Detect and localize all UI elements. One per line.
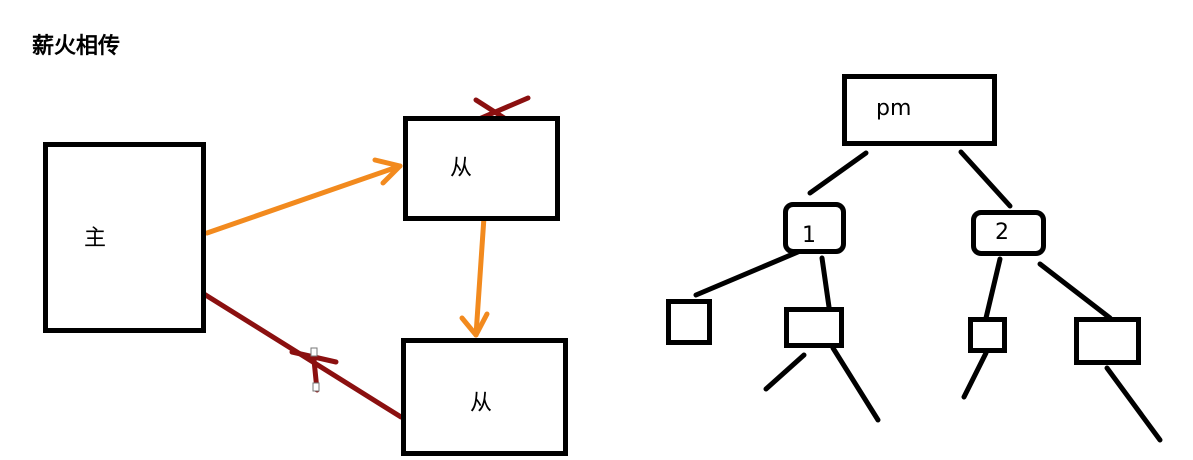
tree-edge-root-child1 (807, 150, 869, 196)
tree-leaf2-box (784, 307, 844, 348)
tree-leaf3-box (968, 317, 1007, 353)
tree-edge-leaf2-right (830, 345, 881, 423)
master-box (43, 142, 206, 333)
master-label: 主 (84, 226, 107, 251)
tree-edge-leaf4-down (1104, 365, 1163, 443)
arrow-master-to-slave1-head (372, 157, 403, 186)
cross-mark-handle (310, 347, 318, 357)
tree-child1-box (783, 202, 846, 254)
tree-root-label: pm (876, 96, 912, 121)
tree-edge-child2-leaf4 (1037, 261, 1113, 321)
tree-edge-child2-leaf3 (983, 256, 1003, 321)
tree-leaf4-box (1074, 317, 1141, 365)
tree-leaf1-box (666, 299, 712, 345)
tree-edge-child1-leaf1 (693, 243, 815, 298)
tree-child2-label: 2 (995, 220, 1009, 245)
arrow-slave1-to-slave2 (473, 214, 487, 338)
tree-edge-leaf2-left (763, 352, 807, 392)
tree-child2-box (971, 210, 1046, 256)
slave2-label: 从 (470, 391, 493, 416)
slave2-box (401, 338, 568, 456)
arrow-master-to-slave1 (204, 163, 403, 236)
slave1-label: 从 (450, 156, 473, 181)
arrow-slave1-to-slave2-head (459, 311, 490, 338)
tree-root-box (842, 74, 997, 146)
tree-edge-leaf3-down (961, 350, 989, 400)
cross-mark-handle (312, 382, 320, 392)
tree-child1-label: 1 (802, 223, 816, 248)
tree-edge-root-child2 (958, 149, 1013, 209)
page-title: 薪火相传 (32, 34, 121, 59)
slave1-box (403, 116, 560, 221)
tree-edge-child1-leaf2 (819, 255, 832, 310)
